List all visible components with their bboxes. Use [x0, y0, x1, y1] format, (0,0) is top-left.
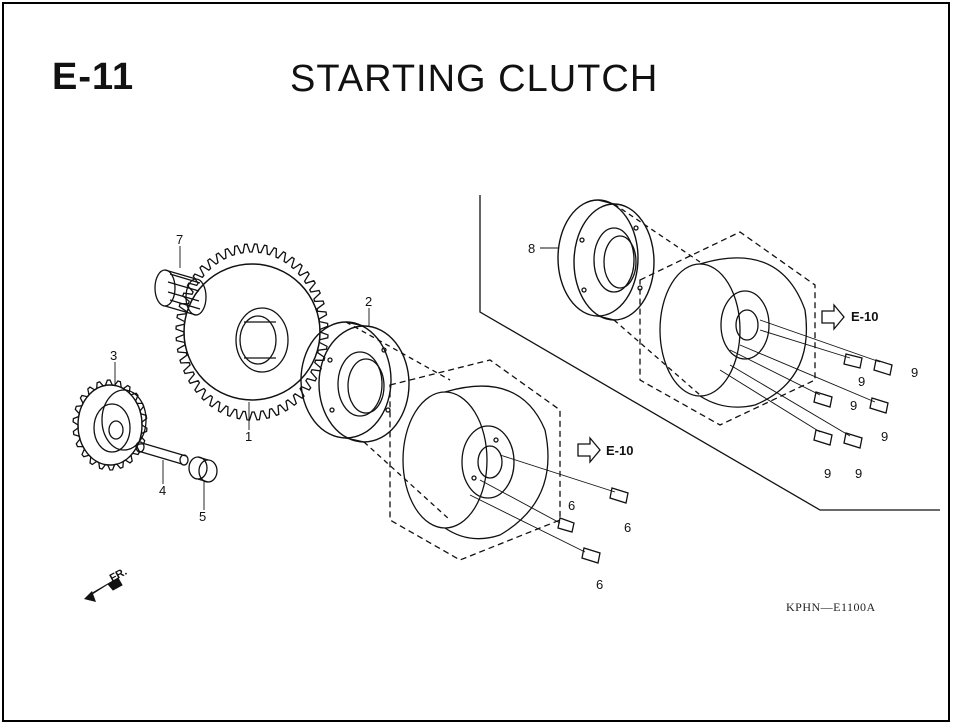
collar[interactable] — [188, 456, 218, 483]
gear-teeth-outline — [72, 379, 148, 471]
xref-arrow-upper — [821, 303, 845, 331]
part-label-1: 1 — [245, 429, 252, 444]
front-direction-arrow — [84, 577, 123, 602]
part-label-9b: 9 — [911, 365, 918, 380]
diagram-reference-code: KPHN—E1100A — [786, 600, 876, 614]
starter-driven-gear[interactable] — [175, 243, 329, 421]
part-label-9e: 9 — [824, 466, 831, 481]
part-label-6a: 6 — [568, 498, 575, 513]
part-label-4: 4 — [159, 483, 166, 498]
reduction-gear[interactable] — [72, 379, 148, 471]
part-label-9a: 9 — [858, 374, 865, 389]
front-indicator-label: FR. — [108, 566, 129, 585]
part-label-8: 8 — [528, 241, 535, 256]
xref-arrow-lower — [577, 436, 601, 464]
one-way-clutch[interactable] — [300, 321, 410, 443]
reduction-gear-shaft[interactable] — [135, 441, 189, 466]
part-label-7: 7 — [176, 232, 183, 247]
flywheel-lower — [345, 321, 561, 561]
part-label-3: 3 — [110, 348, 117, 363]
part-label-5: 5 — [199, 509, 206, 524]
flywheel-upper — [613, 203, 816, 426]
xref-label-lower: E-10 — [606, 443, 633, 458]
part-label-9f: 9 — [855, 466, 862, 481]
bolt-9-group[interactable] — [719, 319, 893, 449]
part-label-9d: 9 — [881, 429, 888, 444]
page-title: STARTING CLUTCH — [290, 58, 659, 100]
bolt-6-upper[interactable] — [499, 454, 629, 504]
bolt-6-middle[interactable] — [479, 479, 575, 533]
part-label-2: 2 — [365, 294, 372, 309]
gear-teeth-outline — [175, 243, 329, 421]
part-label-6c: 6 — [596, 577, 603, 592]
part-label-6b: 6 — [624, 520, 631, 535]
needle-bearing[interactable] — [154, 269, 207, 316]
part-label-9c: 9 — [850, 398, 857, 413]
xref-label-upper: E-10 — [851, 309, 878, 324]
section-code: E-11 — [52, 56, 135, 98]
inset-boundary-line — [479, 195, 940, 511]
bolt-6-lower[interactable] — [469, 494, 601, 564]
